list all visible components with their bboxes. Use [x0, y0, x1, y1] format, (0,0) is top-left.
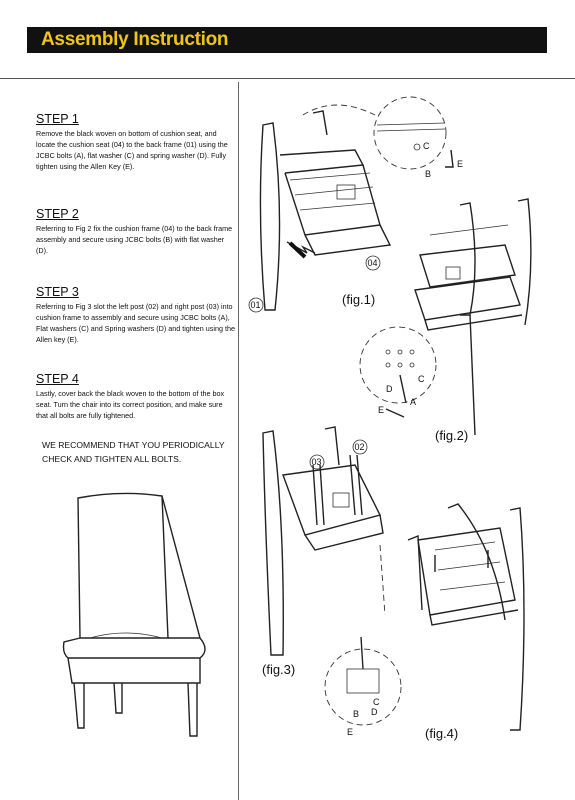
- fig1-part-04: 04: [368, 258, 378, 268]
- fig2-letter-a: A: [410, 397, 416, 407]
- fig3-part-02: 02: [355, 442, 365, 452]
- step-4: STEP 4 Lastly, cover back the black wove…: [36, 372, 236, 421]
- fig-3-label: (fig.3): [262, 662, 296, 677]
- fig-4-label: (fig.4): [425, 726, 459, 741]
- fig-2-label: (fig.2): [435, 428, 469, 443]
- step-4-text: Lastly, cover back the black woven to th…: [36, 389, 225, 420]
- step-2-heading: STEP 2: [36, 207, 79, 221]
- finished-chair-illustration: [62, 492, 206, 737]
- step-2: STEP 2 Referring to Fig 2 fix the cushio…: [36, 207, 236, 256]
- fig3-letter-e: E: [347, 727, 353, 737]
- fig1-callout-01: [248, 297, 264, 313]
- figure-1-diagram: C B E 01 04: [248, 96, 463, 313]
- recommendation-note: WE RECOMMEND THAT YOU PERIODICALLY CHECK…: [42, 440, 225, 464]
- fig-1-label: (fig.1): [342, 292, 376, 307]
- fig3-letter-d: D: [371, 707, 378, 717]
- figure-2-diagram: C D A E: [359, 198, 532, 436]
- fig3-letter-b: B: [353, 709, 359, 719]
- figure-4-diagram: [407, 503, 525, 731]
- fig2-letter-c: C: [418, 374, 425, 384]
- step-1: STEP 1 Remove the black woven on bottom …: [36, 112, 236, 172]
- title-bar: Assembly Instruction: [27, 27, 547, 53]
- fig1-letter-b: B: [425, 169, 431, 179]
- figure-3-diagram: 03 02 C D B E: [262, 426, 402, 737]
- step-3-heading: STEP 3: [36, 285, 79, 299]
- step-4-heading: STEP 4: [36, 372, 79, 386]
- step-2-text: Referring to Fig 2 fix the cushion frame…: [36, 224, 233, 255]
- step-1-heading: STEP 1: [36, 112, 79, 126]
- step-3-text: Referring to Fig 3 slot the left post (0…: [36, 302, 235, 344]
- fig3-part-03: 03: [312, 457, 322, 467]
- step-3: STEP 3 Referring to Fig 3 slot the left …: [36, 285, 236, 345]
- fig2-letter-e: E: [378, 405, 384, 415]
- page-title: Assembly Instruction: [41, 29, 229, 50]
- step-1-text: Remove the black woven on bottom of cush…: [36, 129, 228, 171]
- header-divider: [0, 78, 575, 79]
- fig1-letter-e: E: [457, 159, 463, 169]
- column-divider: [238, 82, 239, 800]
- fig1-part-01: 01: [251, 300, 261, 310]
- fig2-letter-d: D: [386, 384, 393, 394]
- fig3-letter-c: C: [373, 697, 380, 707]
- fig1-letter-c: C: [423, 141, 430, 151]
